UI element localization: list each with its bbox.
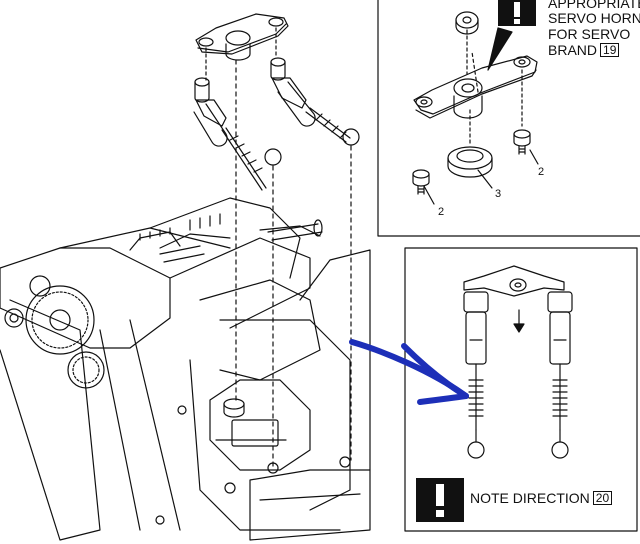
part-label-screw-right: 2 bbox=[533, 164, 549, 180]
callout-line-3: FOR SERVO bbox=[548, 26, 631, 42]
exclamation-warning-icon bbox=[416, 478, 464, 522]
horn-with-shocks-inset bbox=[463, 265, 573, 459]
shock-absorber-left bbox=[193, 77, 282, 191]
small-washer-top bbox=[455, 11, 479, 35]
shock-absorber-right bbox=[270, 57, 360, 146]
part-label-washer: 3 bbox=[490, 186, 506, 202]
callout-brand-text: BRAND bbox=[548, 42, 598, 58]
part-label-screw-left: 2 bbox=[433, 204, 449, 220]
inset-panel-servo-horn bbox=[377, 0, 640, 237]
chassis-frame bbox=[0, 197, 371, 541]
servo-horn-inset bbox=[413, 55, 538, 119]
step-number-19: 19 bbox=[600, 43, 620, 57]
servo-mount bbox=[155, 398, 351, 525]
screw-left-inset bbox=[412, 169, 430, 195]
exclamation-warning-icon bbox=[498, 0, 536, 26]
hand-drawn-blue-arrow bbox=[349, 339, 469, 405]
callout-line-1: APPROPRIATE bbox=[548, 0, 640, 11]
note-direction-text: NOTE DIRECTION bbox=[470, 490, 590, 506]
gear-assembly bbox=[4, 275, 105, 389]
servo-horn-main bbox=[195, 13, 289, 61]
step-number-20: 20 bbox=[592, 491, 613, 505]
callout-line-2: SERVO HORN bbox=[548, 10, 640, 26]
large-washer-inset bbox=[447, 146, 493, 178]
inset-panel-note-direction bbox=[404, 247, 638, 532]
screw-right-inset bbox=[513, 129, 531, 155]
down-arrow-icon bbox=[513, 309, 525, 333]
shaft-bolts bbox=[129, 213, 323, 263]
